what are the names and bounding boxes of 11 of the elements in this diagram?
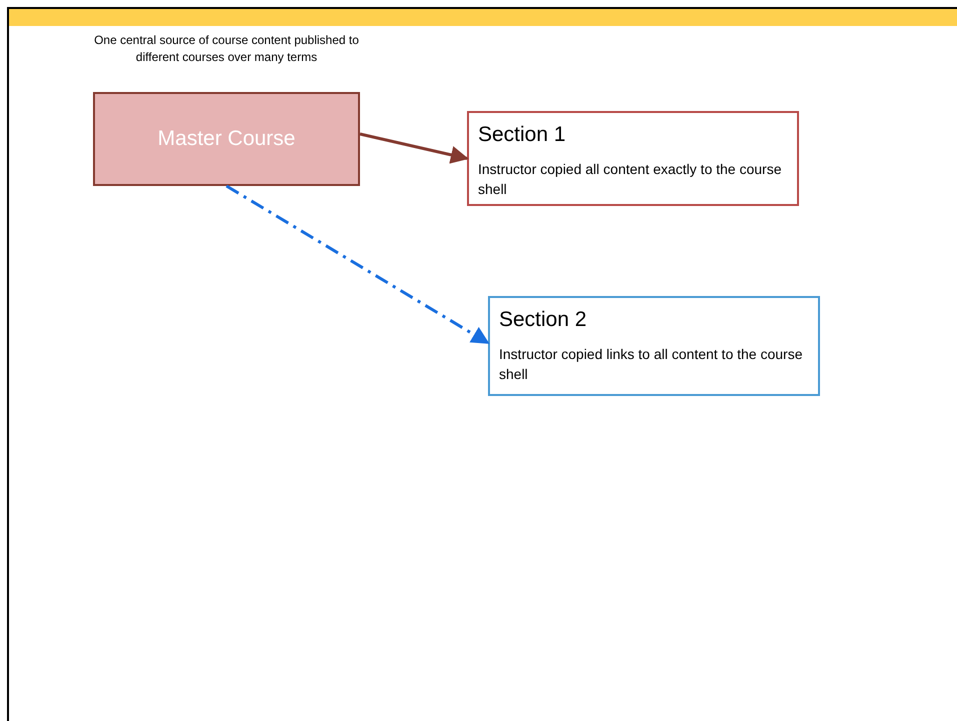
node-description: Instructor copied all content exactly to the course shell [478,160,782,200]
arrow [360,132,469,164]
node-title: Section 1 [478,123,567,147]
arrow [226,184,490,344]
section-box [467,111,799,206]
node-title: Master Course [158,127,296,151]
section-box [488,296,820,396]
node-title: Section 2 [499,308,588,332]
node-caption: One central source of course content published to different courses over many terms [93,32,360,66]
master-course-box [93,92,360,186]
node-description: Instructor copied links to all content to the course shell [499,345,804,384]
